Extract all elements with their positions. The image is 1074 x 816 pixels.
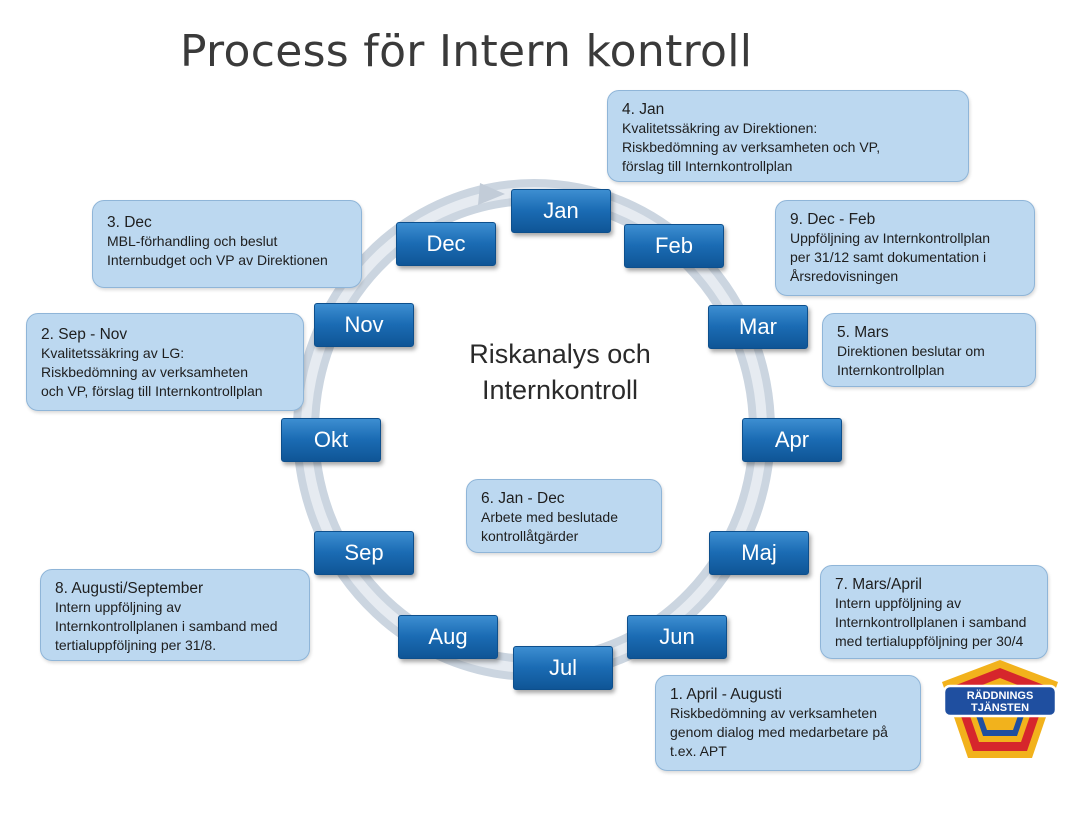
note-9-line-2: per 31/12 samt dokumentation i	[790, 249, 987, 265]
note-9-head: 9. Dec - Feb	[790, 211, 876, 228]
month-maj: Maj	[709, 531, 809, 575]
note-8-head: 8. Augusti/September	[55, 580, 204, 597]
note-7-line-2: Internkontrollplanen i samband	[835, 614, 1027, 630]
note-1-head: 1. April - Augusti	[670, 686, 783, 703]
note-5-line-1: Direktionen beslutar om	[837, 343, 985, 359]
note-7-mars-april: 7. Mars/April Intern uppföljning av Inte…	[820, 565, 1048, 659]
month-sep: Sep	[314, 531, 414, 575]
note-4-line-2: Riskbedömning av verksamheten och VP,	[622, 139, 881, 155]
note-4-line-3: förslag till Internkontrollplan	[622, 158, 793, 174]
note-3-line-1: MBL-förhandling och beslut	[107, 233, 278, 249]
center-label: Riskanalys och Internkontroll	[430, 336, 690, 408]
note-8-line-1: Intern uppföljning av	[55, 599, 182, 615]
note-2-line-3: och VP, förslag till Internkontrollplan	[41, 383, 263, 399]
note-6-head: 6. Jan - Dec	[481, 490, 565, 507]
note-2-head: 2. Sep - Nov	[41, 326, 128, 343]
center-label-line-2: Internkontroll	[481, 375, 639, 405]
center-label-line-1: Riskanalys och	[469, 339, 651, 369]
note-3-line-2: Internbudget och VP av Direktionen	[107, 252, 328, 268]
note-3-head: 3. Dec	[107, 214, 152, 231]
note-7-line-1: Intern uppföljning av	[835, 595, 962, 611]
month-jun: Jun	[627, 615, 727, 659]
note-5-head: 5. Mars	[837, 324, 889, 341]
note-7-line-3: med tertialuppföljning per 30/4	[835, 633, 1024, 649]
month-okt: Okt	[281, 418, 381, 462]
note-1-line-3: t.ex. APT	[670, 743, 727, 759]
note-5-line-2: Internkontrollplan	[837, 362, 945, 378]
note-8-line-2: Internkontrollplanen i samband med	[55, 618, 278, 634]
note-1-april-augusti: 1. April - Augusti Riskbedömning av verk…	[655, 675, 921, 771]
month-jul: Jul	[513, 646, 613, 690]
note-8-line-3: tertialuppföljning per 31/8.	[55, 637, 217, 653]
logo-text-1: RÄDDNINGS	[967, 689, 1034, 702]
note-2-line-1: Kvalitetssäkring av LG:	[41, 345, 185, 361]
cycle-arrow-head	[478, 183, 505, 205]
note-2-sep-nov: 2. Sep - Nov Kvalitetssäkring av LG: Ris…	[26, 313, 304, 411]
note-4-jan: 4. Jan Kvalitetssäkring av Direktionen: …	[607, 90, 969, 182]
note-6-line-1: Arbete med beslutade	[481, 509, 618, 525]
note-4-line-1: Kvalitetssäkring av Direktionen:	[622, 120, 818, 136]
note-1-line-2: genom dialog med medarbetare på	[670, 724, 888, 740]
month-nov: Nov	[314, 303, 414, 347]
note-7-head: 7. Mars/April	[835, 576, 922, 593]
note-5-mars: 5. Mars Direktionen beslutar om Internko…	[822, 313, 1036, 387]
note-2-line-2: Riskbedömning av verksamheten	[41, 364, 248, 380]
note-9-line-1: Uppföljning av Internkontrollplan	[790, 230, 991, 246]
month-dec: Dec	[396, 222, 496, 266]
logo-text-2: TJÄNSTEN	[971, 701, 1029, 714]
note-9-dec-feb: 9. Dec - Feb Uppföljning av Internkontro…	[775, 200, 1035, 296]
month-jan: Jan	[511, 189, 611, 233]
note-4-head: 4. Jan	[622, 101, 665, 118]
month-aug: Aug	[398, 615, 498, 659]
note-6-jan-dec: 6. Jan - Dec Arbete med beslutade kontro…	[466, 479, 662, 553]
month-apr: Apr	[742, 418, 842, 462]
note-8-aug-sep: 8. Augusti/September Intern uppföljning …	[40, 569, 310, 661]
note-1-line-1: Riskbedömning av verksamheten	[670, 705, 877, 721]
raddningstjansten-logo: RÄDDNINGS TJÄNSTEN	[942, 660, 1058, 758]
month-feb: Feb	[624, 224, 724, 268]
note-6-line-2: kontrollåtgärder	[481, 528, 579, 544]
month-mar: Mar	[708, 305, 808, 349]
note-9-line-3: Årsredovisningen	[790, 268, 899, 284]
page-title: Process för Intern kontroll	[180, 26, 753, 77]
note-3-dec: 3. Dec MBL-förhandling och beslut Intern…	[92, 200, 362, 288]
